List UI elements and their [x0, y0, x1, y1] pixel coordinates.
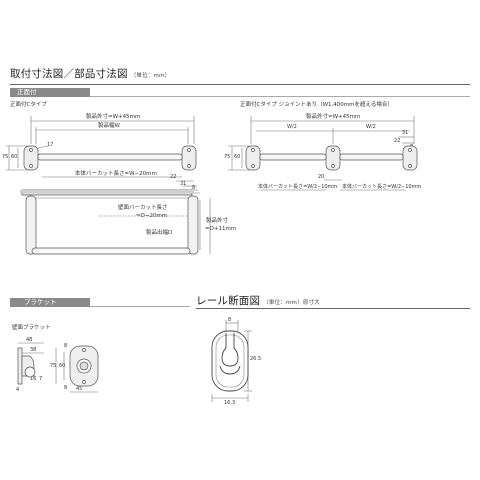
left-depth: 製品出幅D: [146, 230, 173, 236]
section-label-wall: 正面付: [17, 88, 37, 96]
wall-c-type-label: 正面付Cタイプ: [10, 102, 47, 108]
section-bar-wall: [10, 88, 90, 97]
right-d20: 20: [318, 174, 325, 180]
right-half-left: W/2: [287, 124, 297, 130]
left-bar-cut: 本体バーカット長さ=W−20mm: [75, 171, 157, 177]
rail-dim-top: 8: [228, 317, 232, 323]
right-cut-right: 本体バーカット長さ=W/2−10mm: [342, 184, 422, 190]
main-title-unit: （単位：mm）: [130, 73, 171, 79]
rail-title-rule: [196, 308, 470, 309]
bracket-d8-bottom: 8: [64, 385, 68, 391]
left-wall-bar-cut: 壁面バーカット長さ: [118, 205, 168, 211]
right-d75: 75: [224, 154, 231, 160]
bracket-d60: 60: [59, 363, 66, 369]
bracket-label: 壁面ブラケット: [12, 325, 51, 331]
bracket-d16: 16: [30, 376, 37, 382]
right-d31: 31: [402, 130, 409, 136]
main-title-text: 取付寸法図／部品寸法図: [10, 68, 128, 80]
bracket-d38: 38: [30, 347, 37, 353]
left-d75: 75: [2, 154, 9, 160]
left-overall-dim: 製品外寸=W+45mm: [86, 114, 141, 120]
bracket-d7: 7: [39, 376, 43, 382]
rail-title-unit: （単位：mm）原寸大: [263, 300, 320, 306]
bracket-d8-top: 8: [64, 343, 68, 349]
section-rule-wall: [90, 96, 470, 97]
left-d31: 31: [180, 181, 187, 187]
right-d60: 60: [234, 154, 241, 160]
main-title: 取付寸法図／部品寸法図（単位：mm）: [10, 66, 170, 81]
right-cut-left: 本体バーカット長さ=W/2−10mm: [258, 184, 338, 190]
right-overall-dim: 製品外寸=W+45mm: [306, 114, 361, 120]
left-width-dim: 製品幅W: [98, 123, 120, 129]
rail-title-text: レール断面図: [196, 295, 261, 307]
section-label-bracket: ブラケット: [24, 298, 57, 306]
left-outer-eq: =D+11mm: [205, 226, 237, 232]
section-bar-bracket: [10, 298, 90, 307]
right-d22: 22: [394, 138, 401, 144]
right-half-right: W/2: [366, 124, 376, 130]
main-title-rule: [10, 84, 470, 85]
bracket-d45: 45: [76, 386, 83, 392]
left-d8: 8: [192, 185, 196, 191]
rail-title: レール断面図（単位：mm）原寸大: [196, 293, 320, 308]
left-wall-bar-cut-eq: =D−20mm: [136, 213, 168, 219]
section-rule-bracket: [90, 306, 190, 307]
rail-dim-width: 16.3: [224, 400, 236, 406]
bracket-d75: 75: [50, 363, 57, 369]
bracket-d48: 48: [26, 337, 33, 343]
wall-c-joint-label: 正面付Cタイプ ジョイントあり（W1,400mmを超える場合）: [240, 102, 393, 108]
bracket-d4: 4: [16, 387, 20, 393]
left-d17: 17: [47, 142, 54, 148]
left-d60: 60: [11, 154, 18, 160]
rail-dim-height: 26.5: [250, 356, 262, 362]
left-outer: 製品外寸: [206, 218, 229, 224]
